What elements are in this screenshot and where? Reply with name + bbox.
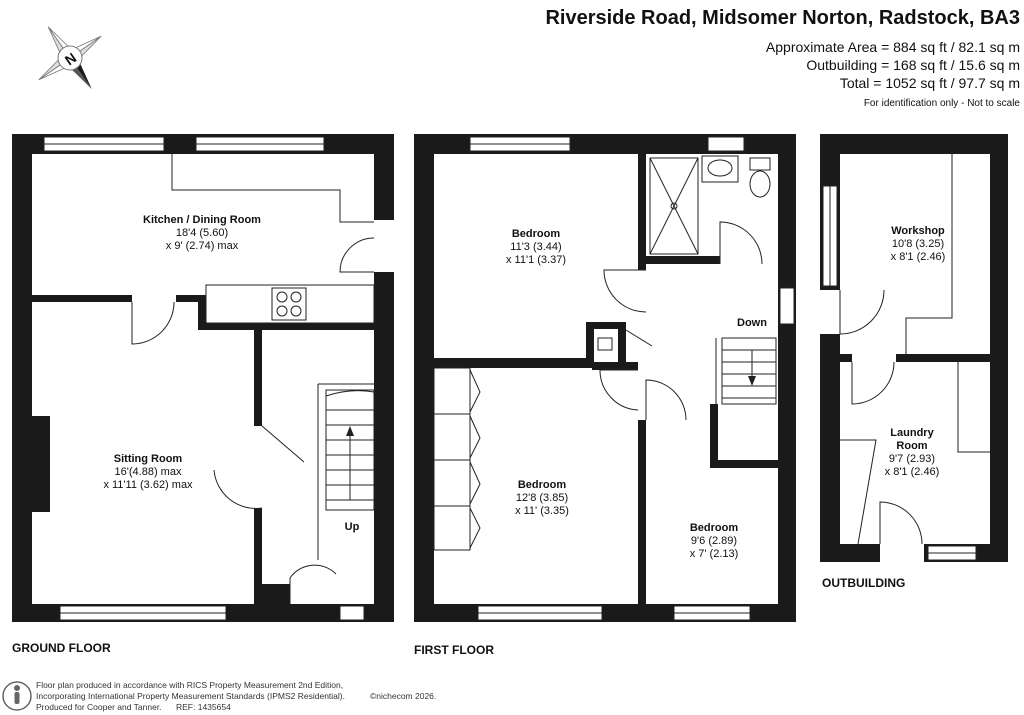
wardrobe <box>433 367 471 551</box>
basin <box>701 155 739 183</box>
wall <box>586 322 626 329</box>
door <box>625 329 653 347</box>
wall <box>840 354 852 362</box>
wall <box>32 295 132 302</box>
chimney-breast <box>32 416 50 512</box>
footer-line-1: Floor plan produced in accordance with R… <box>36 680 343 690</box>
first-floor-plan <box>414 134 796 622</box>
compass-rose-icon <box>38 26 102 90</box>
door <box>289 564 337 604</box>
door <box>339 237 375 273</box>
wall <box>638 420 646 604</box>
room-dim-workshop-1: 10'8 (3.25) <box>892 238 944 250</box>
outbuilding-plan <box>820 134 1008 562</box>
wall <box>592 362 638 370</box>
room-dim-sitting-2: x 11'11 (3.62) max <box>103 479 193 491</box>
footer-line-2: Incorporating International Property Mea… <box>36 691 345 701</box>
room-name-sitting: Sitting Room <box>114 453 183 465</box>
wall <box>586 322 594 368</box>
wall <box>374 134 394 622</box>
door <box>645 379 687 421</box>
window <box>707 136 745 152</box>
wall <box>638 256 720 264</box>
room-dim-bedroom-2b: x 11' (3.35) <box>515 505 569 517</box>
room-dim-kitchen-1: 18'4 (5.60) <box>176 227 228 239</box>
area-total: Total = 1052 sq ft / 97.7 sq m <box>840 75 1020 91</box>
worktop <box>205 284 375 324</box>
room-dim-workshop-2: x 8'1 (2.46) <box>891 251 946 263</box>
wall <box>710 460 778 468</box>
wall <box>638 264 646 270</box>
room-name-laundry-2: Room <box>896 440 927 452</box>
door <box>719 221 763 265</box>
wall <box>896 354 990 362</box>
wall <box>176 295 206 302</box>
door <box>599 369 639 411</box>
wall <box>12 134 32 622</box>
footer-ref: REF: 1435654 <box>176 702 231 712</box>
wall <box>710 404 718 468</box>
window <box>339 605 365 621</box>
wall <box>778 134 796 622</box>
area-main: Approximate Area = 884 sq ft / 82.1 sq m <box>766 39 1020 55</box>
wall <box>198 323 378 330</box>
stairs-up-label: Up <box>345 521 360 533</box>
door <box>839 289 885 335</box>
wall <box>254 330 262 426</box>
room-name-laundry: Laundry <box>890 427 934 439</box>
ground-floor-plan <box>12 134 394 622</box>
room-dim-sitting-1: 16'(4.88) max <box>115 466 182 478</box>
wall <box>820 134 1008 154</box>
window <box>374 220 394 272</box>
room-dim-bedroom-2a: 12'8 (3.85) <box>516 492 568 504</box>
room-dim-kitchen-2: x 9' (2.74) max <box>166 240 239 252</box>
stairs-down-label: Down <box>737 317 767 329</box>
room-dim-bedroom-1a: 11'3 (3.44) <box>510 241 561 253</box>
wall <box>198 295 206 330</box>
room-name-bedroom-2: Bedroom <box>518 479 567 491</box>
wall <box>414 134 434 622</box>
person-logo-icon <box>2 681 32 711</box>
footer-copyright: ©nichecom 2026. <box>370 691 436 701</box>
door <box>131 301 175 345</box>
room-name-bedroom-1: Bedroom <box>512 228 561 240</box>
wall <box>990 134 1008 562</box>
room-name-kitchen: Kitchen / Dining Room <box>143 214 261 226</box>
wall <box>638 154 646 264</box>
room-dim-laundry-2: x 8'1 (2.46) <box>885 466 940 478</box>
outbuilding-label: OUTBUILDING <box>822 576 905 590</box>
room-dim-laundry-1: 9'7 (2.93) <box>889 453 935 465</box>
room-name-workshop: Workshop <box>891 225 945 237</box>
wall <box>618 322 626 368</box>
window <box>779 287 795 325</box>
first-floor-label: FIRST FLOOR <box>414 643 494 657</box>
wall <box>254 508 262 604</box>
door <box>851 361 895 405</box>
ground-floor-label: GROUND FLOOR <box>12 641 111 655</box>
toilet <box>749 157 771 171</box>
plan-title: Riverside Road, Midsomer Norton, Radstoc… <box>545 7 1020 29</box>
stairs <box>721 337 777 405</box>
stairs <box>325 389 375 511</box>
footer-line-3: Produced for Cooper and Tanner. <box>36 702 162 712</box>
door <box>879 501 923 545</box>
area-outbuilding: Outbuilding = 168 sq ft / 15.6 sq m <box>806 57 1020 73</box>
wall <box>262 584 290 604</box>
room-dim-bedroom-3b: x 7' (2.13) <box>690 548 739 560</box>
door <box>213 425 305 509</box>
disclaimer: For identification only - Not to scale <box>864 98 1021 109</box>
hob <box>271 287 307 321</box>
wall <box>434 360 584 368</box>
room-dim-bedroom-3a: 9'6 (2.89) <box>691 535 737 547</box>
room-name-bedroom-3: Bedroom <box>690 522 739 534</box>
room-dim-bedroom-1b: x 11'1 (3.37) <box>506 254 566 266</box>
door <box>603 269 647 313</box>
